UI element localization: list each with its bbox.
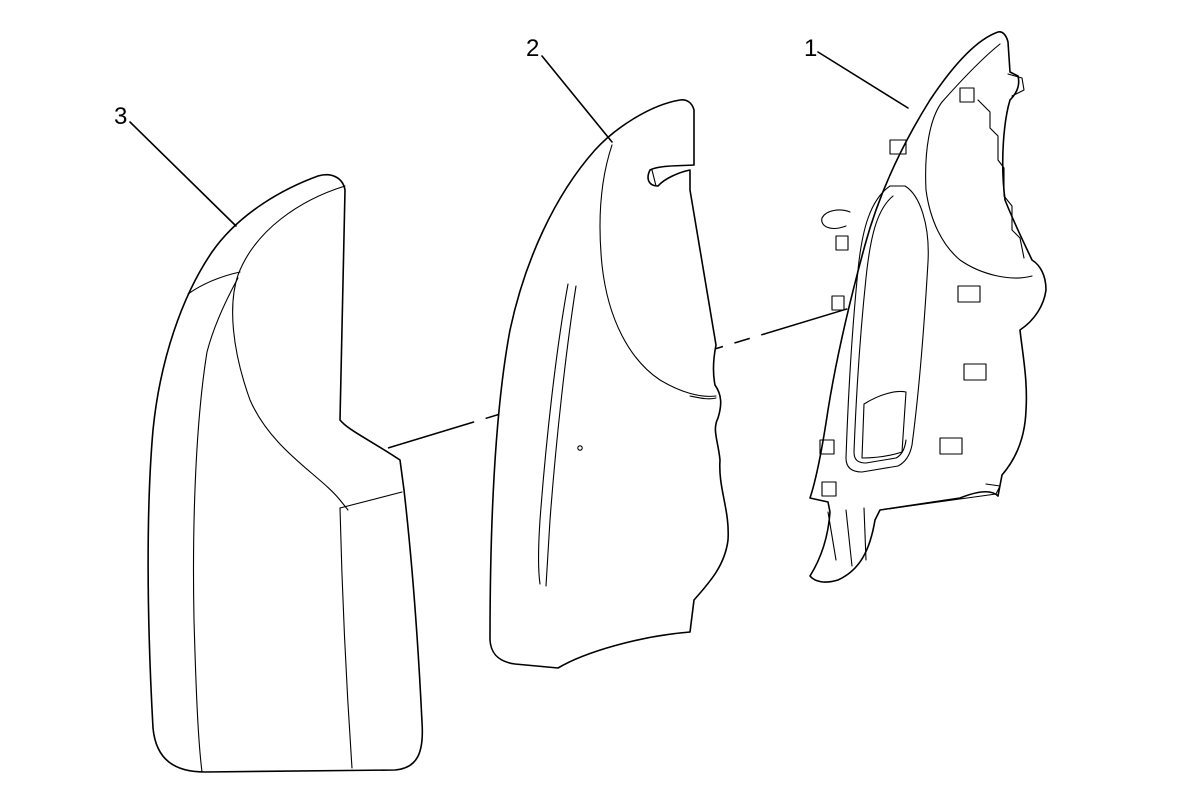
part-2-pad xyxy=(489,99,730,669)
part-1-bottom-flange xyxy=(879,483,1001,511)
part-1-center-panel-inner xyxy=(853,195,907,464)
clip xyxy=(831,295,845,311)
part-1-wire-loop xyxy=(821,209,851,229)
part-2-outline xyxy=(489,99,730,669)
callout-1: 1 xyxy=(804,35,909,109)
clip xyxy=(963,363,987,381)
part-2-inner-contour xyxy=(599,144,717,397)
callout-1-leader xyxy=(817,51,909,109)
part-3-side-panel xyxy=(232,185,349,511)
clip xyxy=(889,139,907,155)
part-1-frame xyxy=(809,31,1047,583)
part-1-upper-recess xyxy=(925,43,1033,279)
part-3-lower-edge xyxy=(339,491,403,509)
callout-3: 3 xyxy=(114,103,237,227)
clip xyxy=(939,437,963,455)
callout-1-label: 1 xyxy=(804,35,817,62)
part-3-front-face xyxy=(339,507,353,769)
callout-2: 2 xyxy=(526,35,613,143)
part-2-groove-inner xyxy=(545,285,577,587)
clip xyxy=(957,285,981,303)
part-2-groove-outer xyxy=(537,283,569,585)
part-1-mount-leg xyxy=(827,507,867,567)
clip xyxy=(821,481,837,497)
part-2-lower-line xyxy=(689,395,717,400)
part-1-top-latch xyxy=(1007,73,1025,97)
part-1-rib-edge xyxy=(977,99,1025,259)
part-1-clips xyxy=(819,87,987,497)
clip xyxy=(959,87,975,103)
clip xyxy=(835,235,849,251)
part-1-outline xyxy=(809,31,1047,583)
callout-2-label: 2 xyxy=(526,35,539,62)
callout-3-label: 3 xyxy=(114,103,127,130)
part-3-side-seam xyxy=(192,277,239,773)
clip xyxy=(819,439,835,455)
part-3-outline xyxy=(147,174,424,773)
callout-2-leader xyxy=(541,55,613,143)
callout-3-leader xyxy=(129,121,237,227)
part-3-top-seam xyxy=(187,271,241,295)
part-2-hole xyxy=(577,445,583,451)
part-1-center-panel xyxy=(845,185,929,473)
part-3-cushion xyxy=(147,174,424,773)
part-2-slot xyxy=(651,169,657,187)
part-1-pocket xyxy=(861,390,907,459)
